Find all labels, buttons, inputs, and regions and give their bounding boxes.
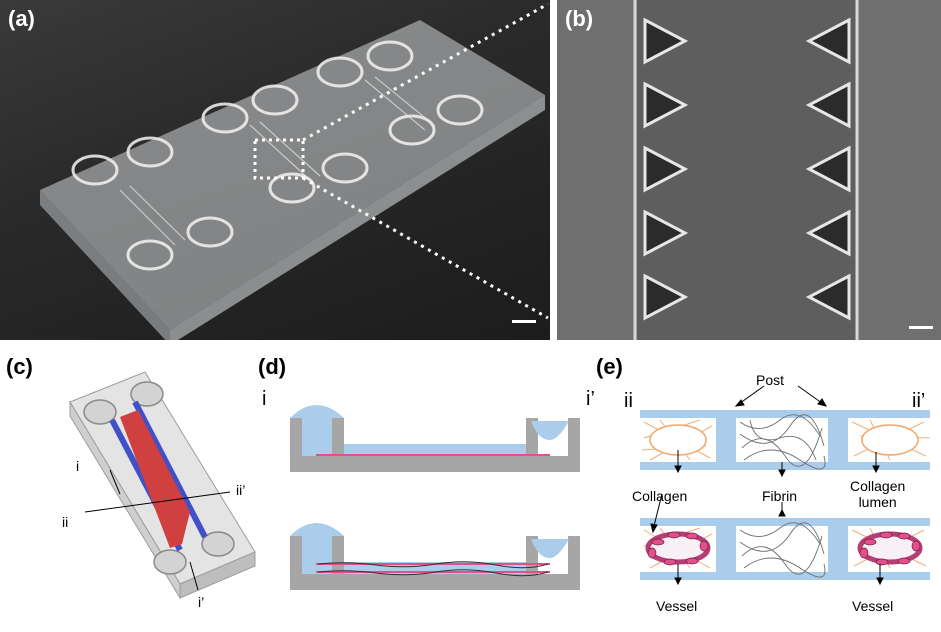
panel-c-label: (c): [6, 354, 33, 379]
marker-i: i: [76, 458, 80, 474]
label-collagen-lumen-line1: Collagen: [850, 478, 906, 494]
cross-section-e-right-marker: ii’: [912, 390, 926, 412]
marker-ii: ii: [62, 514, 69, 530]
scale-bar: [512, 320, 536, 323]
label-vessel-left: Vessel: [656, 598, 698, 614]
scale-bar: [909, 326, 933, 329]
panel-a-label: (a): [8, 6, 35, 31]
cross-section-after: [290, 523, 580, 590]
cross-section-left-marker: i: [262, 388, 267, 410]
label-fibrin: Fibrin: [762, 488, 798, 504]
device-schematic: [69, 371, 256, 600]
marker-ii-prime: ii’: [236, 482, 246, 498]
microscopy-image: [557, 0, 941, 340]
panel-b-label: (b): [565, 6, 594, 31]
label-collagen-lumen: Collagen lumen: [850, 478, 905, 510]
panel-e-label: (e): [596, 354, 623, 379]
chip-photo-panel: (a): [0, 0, 550, 340]
label-post: Post: [756, 372, 785, 388]
cross-section-e-left-marker: ii: [624, 390, 633, 412]
panel-d-label: (d): [258, 354, 287, 379]
label-collagen: Collagen: [632, 488, 688, 504]
chip-photo: [40, 2, 549, 340]
label-collagen-lumen-line2: lumen: [858, 494, 897, 511]
cross-section-before: [290, 405, 580, 472]
marker-i-prime: i’: [198, 594, 205, 610]
microscopy-panel: (b): [557, 0, 941, 340]
channel-diagram: [640, 385, 931, 586]
label-vessel-right: Vessel: [852, 598, 894, 614]
cross-section-right-marker: i’: [586, 388, 595, 410]
